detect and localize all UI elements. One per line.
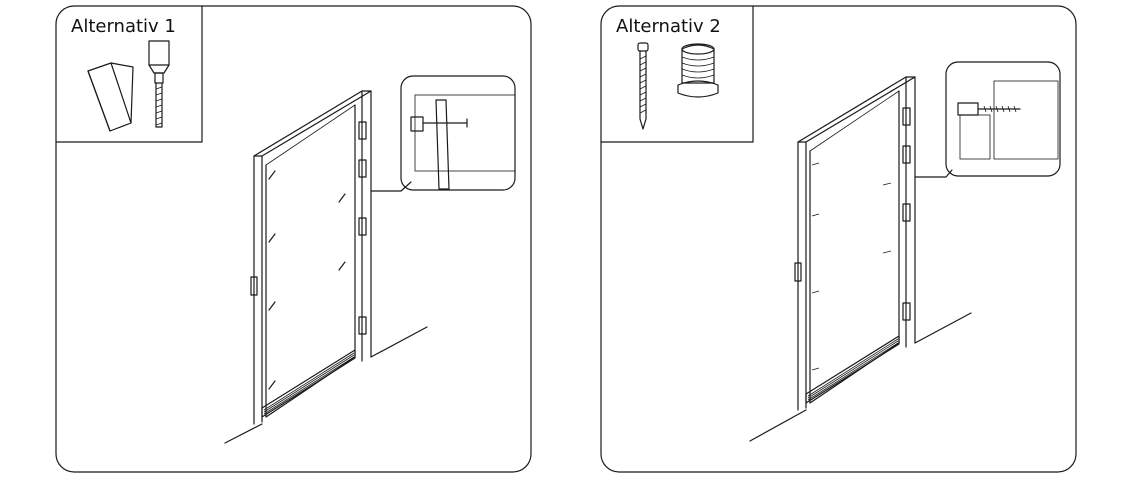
detail-leader (914, 169, 953, 178)
floor-line (914, 312, 972, 344)
frame-bolt-icon (148, 40, 170, 128)
floor-line (370, 326, 428, 358)
detail-leader (370, 181, 412, 192)
adjuster-bushing-icon (677, 43, 719, 98)
detail-bubble (400, 75, 516, 191)
floor-line (749, 409, 807, 442)
detail-bubble (945, 61, 1061, 177)
panel-2-border (600, 5, 1077, 473)
anchor-screws (268, 170, 346, 390)
panel-2-label-box (600, 5, 754, 143)
panel-1-border (55, 5, 532, 473)
panel-alternativ-2: Alternativ 2 (600, 5, 1077, 473)
hinges (358, 121, 367, 335)
threshold (805, 335, 900, 404)
screw-icon (637, 42, 649, 130)
panel-alternativ-1: Alternativ 1 (55, 5, 532, 473)
door-frame (797, 76, 916, 411)
panel-2-label: Alternativ 2 (616, 16, 721, 37)
threshold (261, 349, 356, 418)
lock-strike (250, 276, 258, 296)
wedge-icon (87, 62, 134, 132)
anchor-screws (811, 162, 892, 371)
panel-2-drawing (600, 5, 1077, 473)
door-frame (253, 90, 372, 425)
floor-line (224, 423, 263, 444)
panel-1-label-box (55, 5, 203, 143)
lock-strike (794, 262, 802, 282)
hinges (902, 107, 911, 321)
panel-1-drawing (55, 5, 532, 473)
panel-1-label: Alternativ 1 (71, 16, 176, 37)
